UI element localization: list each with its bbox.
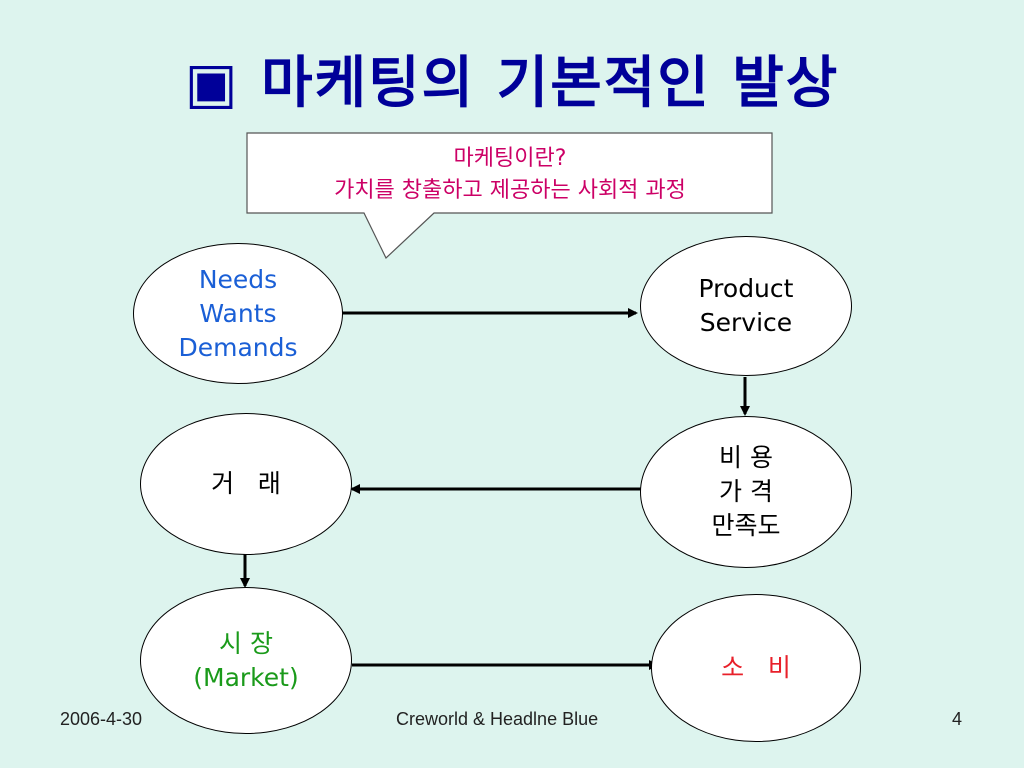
label-market-ko: 시 장 — [219, 628, 273, 658]
footer-center: Creworld & Headlne Blue — [396, 709, 599, 729]
label-satisfaction: 만족도 — [711, 511, 781, 540]
callout-text: 마케팅이란? 가치를 창출하고 제공하는 사회적 과정 — [248, 143, 772, 207]
label-service: Service — [699, 308, 793, 337]
label-market-en: (Market) — [193, 662, 299, 692]
label-wants: Wants — [199, 298, 277, 328]
slide-title: ▣ 마케팅의 기본적인 발상 — [184, 51, 840, 116]
footer-page-number: 4 — [952, 709, 963, 729]
label-product: Product — [698, 274, 794, 303]
label-price: 가 격 — [719, 477, 773, 506]
label-cost: 비 용 — [719, 443, 773, 472]
node-trade: 거 래 — [140, 413, 352, 555]
label-needs: Needs — [198, 264, 278, 294]
label-demands: Demands — [178, 332, 298, 362]
label-trade: 거 래 — [211, 469, 281, 498]
footer-date: 2006-4-30 — [60, 709, 143, 729]
callout-question: 마케팅이란? — [453, 146, 567, 171]
node-needs-wants-demands: Needs Wants Demands — [133, 243, 343, 384]
node-cost-price-satisfaction: 비 용 가 격 만족도 — [640, 416, 852, 568]
node-consumption: 소 비 — [651, 594, 861, 742]
node-product-service: Product Service — [640, 236, 852, 376]
callout-definition: 가치를 창출하고 제공하는 사회적 과정 — [334, 178, 686, 203]
node-market: 시 장 (Market) — [140, 587, 352, 734]
label-consumption: 소 비 — [721, 653, 791, 682]
